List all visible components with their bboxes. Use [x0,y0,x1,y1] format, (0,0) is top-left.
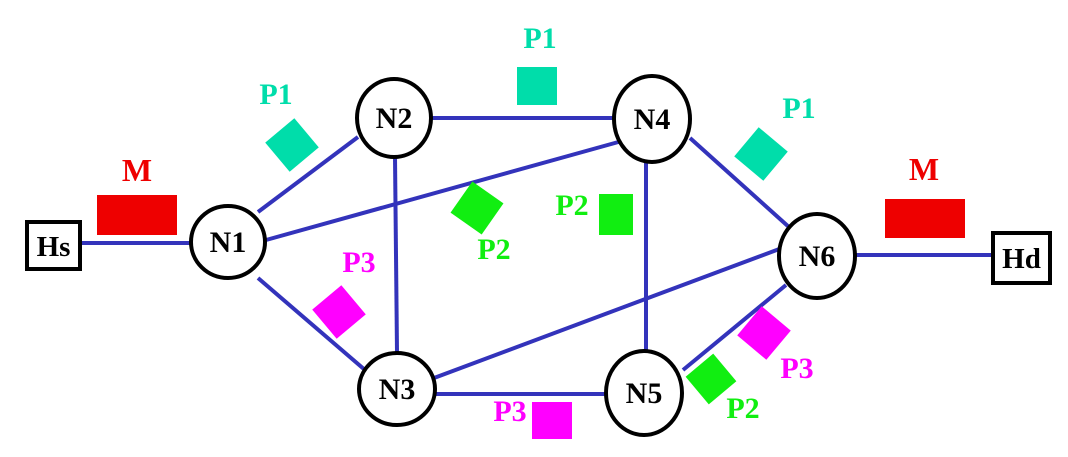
packet-p2-n1-n4-label: P2 [477,233,510,266]
packet-p3-n5-n6: P3 [737,306,814,385]
message-destination-label: M [909,151,939,187]
node-n6-label: N6 [799,240,836,273]
packet-p1-n2-n4: P1 [517,22,557,105]
node-n1: N1 [189,204,267,280]
link-n3-n6 [433,246,783,380]
packet-p1-n1-n2-label: P1 [259,78,292,111]
packet-p3-n3-n5: P3 [493,395,572,439]
link-n4-n6 [688,136,792,230]
message-destination-side: M [885,151,965,238]
message-source-side: M [97,152,177,235]
node-n3: N3 [357,351,437,427]
packet-p1-n4-n6-label: P1 [782,92,815,125]
node-n3-label: N3 [379,373,416,406]
host-source-label: Hs [37,231,71,263]
packet-p2-n4-n5: P2 [555,189,633,235]
packet-p2-n4-n5-label: P2 [555,189,588,222]
packet-p1-n1-n2: P1 [259,78,319,172]
packet-p3-n5-n6-label: P3 [780,352,813,385]
node-n4: N4 [612,74,692,164]
packet-p3-n3-n5-label: P3 [493,395,526,428]
node-n6: N6 [777,212,857,300]
node-n1-label: N1 [210,226,247,259]
links [80,116,993,396]
node-n5: N5 [604,349,684,437]
node-n4-label: N4 [634,103,671,136]
host-destination: Hd [991,231,1052,285]
node-n2-label: N2 [376,102,413,135]
link-n1-n2 [256,135,360,214]
packet-p1-n4-n6: P1 [734,92,816,181]
packet-p1-n2-n4-label: P1 [523,22,556,55]
message-source-label: M [122,152,152,188]
node-n2: N2 [355,77,433,159]
packet-p2-n5-n6: P2 [685,353,760,425]
link-n5-n6 [681,283,788,372]
node-n5-label: N5 [626,377,663,410]
packet-p3-n1-n3-label: P3 [342,246,375,279]
link-n1-n3 [256,276,367,372]
host-destination-label: Hd [1002,243,1041,275]
link-n1-n4 [265,139,623,242]
link-n2-n3 [393,156,399,353]
packet-p2-n1-n4: P2 [450,181,511,266]
packet-p2-n5-n6-label: P2 [726,392,759,425]
packet-p3-n1-n3: P3 [312,246,376,339]
host-source: Hs [25,220,82,271]
